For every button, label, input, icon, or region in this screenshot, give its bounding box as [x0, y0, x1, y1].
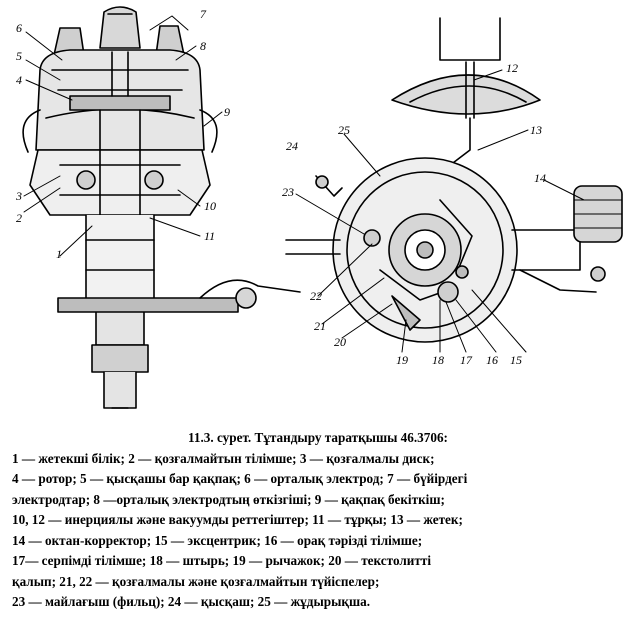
- part-label: 5: [16, 49, 22, 63]
- caption-line: 17— серпімді тілімше; 18 — штырь; 19 — р…: [12, 553, 431, 568]
- part-label: 12: [506, 61, 518, 75]
- caption-line: 23 — майлағыш (фильц); 24 — қысқаш; 25 —…: [12, 594, 371, 609]
- part-label: 7: [200, 7, 207, 21]
- part-label: 3: [15, 189, 22, 203]
- part-label: 10: [204, 199, 216, 213]
- part-label: 21: [314, 319, 326, 333]
- distributor-diagram: 1 2 3 4 5 6 7 8 9 10 11 12 13 14 15 16 1…: [15, 6, 623, 409]
- caption-title: 11.3. сурет. Тұтандыру таратқышы 46.3706…: [188, 430, 448, 445]
- caption-line: 14 — октан-корректор; 15 — эксцентрик; 1…: [12, 532, 423, 548]
- part-label: 23: [282, 185, 294, 199]
- caption-line: 10, 12 — инерциялы және вакуумды реттегі…: [12, 512, 463, 527]
- part-label: 25: [338, 123, 350, 137]
- part-label: 16: [486, 353, 498, 367]
- part-label: 24: [286, 139, 298, 153]
- caption-line: қалып; 21, 22 — қозғалмалы және қозғалма…: [12, 573, 380, 589]
- part-label: 15: [510, 353, 522, 367]
- right-part-labels: 12 13 14 15 16 17 18 19 20 21 22 23 24 2…: [282, 61, 546, 367]
- part-label: 1: [56, 247, 62, 261]
- left-part-labels: 1 2 3 4 5 6 7 8 9 10 11: [15, 7, 230, 261]
- figure-caption: 11.3. сурет. Тұтандыру таратқышы 46.3706…: [12, 428, 624, 613]
- part-label: 19: [396, 353, 408, 367]
- part-label: 14: [534, 171, 546, 185]
- part-label: 22: [310, 289, 322, 303]
- part-label: 4: [16, 73, 22, 87]
- part-label: 13: [530, 123, 542, 137]
- part-label: 11: [204, 229, 215, 243]
- part-label: 2: [16, 211, 22, 225]
- part-label: 8: [200, 39, 206, 53]
- caption-line: 1 — жетекші білік; 2 — қозғалмайтын тілі…: [12, 450, 435, 466]
- cross-section-view: [22, 6, 301, 409]
- part-label: 6: [16, 21, 22, 35]
- caption-line: 4 — ротор; 5 — қысқашы бар қақпақ; 6 — о…: [12, 471, 468, 486]
- top-view: [285, 17, 623, 353]
- part-label: 17: [460, 353, 473, 367]
- part-label: 18: [432, 353, 444, 367]
- caption-line: электродтар; 8 —орталық электродтың өткі…: [12, 491, 445, 507]
- part-label: 20: [334, 335, 346, 349]
- part-label: 9: [224, 105, 230, 119]
